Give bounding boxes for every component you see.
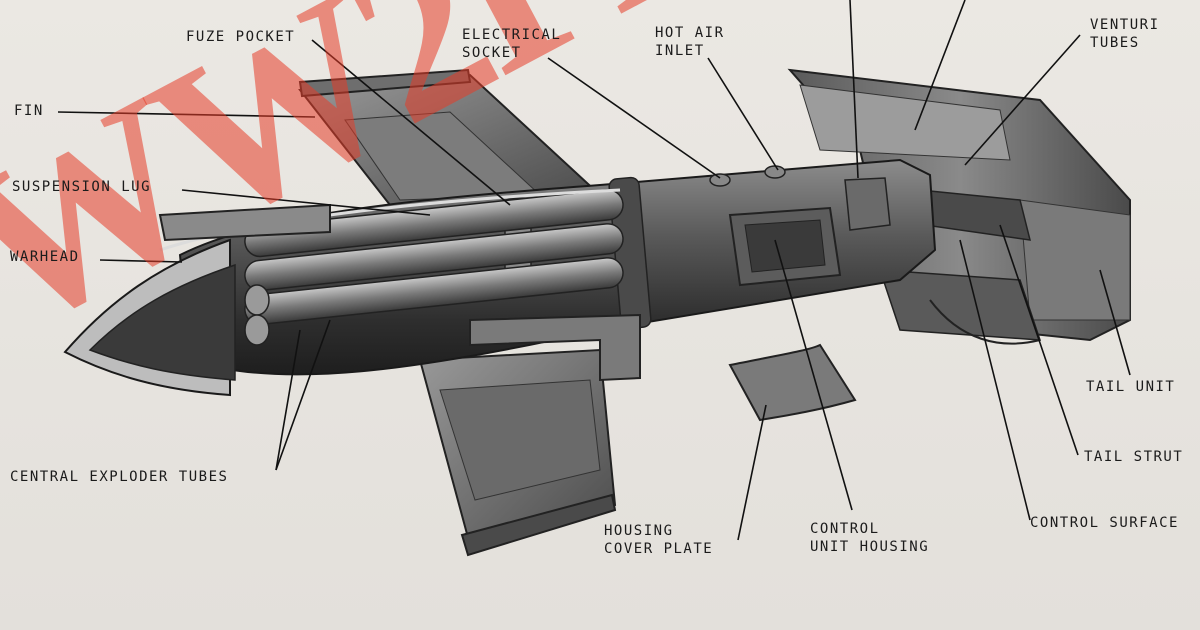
label-control-unit-housing: CONTROL UNIT HOUSING	[810, 520, 929, 556]
label-electrical-socket: ELECTRICAL SOCKET	[462, 26, 561, 62]
label-tail-unit: TAIL UNIT	[1086, 379, 1176, 395]
lower-fin	[418, 348, 617, 557]
label-venturi-tubes-line2: TUBES	[1090, 35, 1140, 51]
label-hot-air-inlet: HOT AIR INLET	[655, 24, 725, 60]
warhead-nose	[63, 238, 236, 397]
label-venturi-tubes: VENTURI TUBES	[1090, 16, 1160, 52]
label-control-surface: CONTROL SURFACE	[1030, 515, 1179, 531]
label-suspension-lug: SUSPENSION LUG	[12, 179, 152, 195]
label-control-unit-housing-line1: CONTROL	[810, 521, 880, 537]
label-housing-cover-plate-line2: COVER PLATE	[604, 541, 714, 557]
upper-fin	[298, 68, 603, 207]
tail-unit-drawing	[787, 68, 1131, 345]
label-fuze-pocket: FUZE POCKET	[186, 29, 296, 45]
label-housing-cover-plate: HOUSING COVER PLATE	[604, 522, 713, 558]
exploder-tubes	[159, 188, 624, 346]
label-central-exploder-tubes: CENTRAL EXPLODER TUBES	[10, 469, 229, 485]
label-fin: FIN	[14, 103, 44, 119]
suspension-rail	[158, 203, 331, 242]
label-warhead: WARHEAD	[10, 249, 80, 265]
label-hot-air-inlet-line2: INLET	[655, 43, 705, 59]
housing-cover-plate-drawing	[728, 343, 857, 422]
label-housing-cover-plate-line1: HOUSING	[604, 523, 674, 539]
label-tail-strut: TAIL STRUT	[1084, 449, 1184, 465]
label-electrical-socket-line2: SOCKET	[462, 45, 522, 61]
label-electrical-socket-line1: ELECTRICAL	[462, 27, 562, 43]
leader-lines	[57, 0, 1131, 541]
label-venturi-tubes-line1: VENTURI	[1090, 17, 1160, 33]
lower-rail	[469, 313, 641, 382]
label-hot-air-inlet-line1: HOT AIR	[655, 25, 725, 41]
label-control-unit-housing-line2: UNIT HOUSING	[810, 539, 930, 555]
